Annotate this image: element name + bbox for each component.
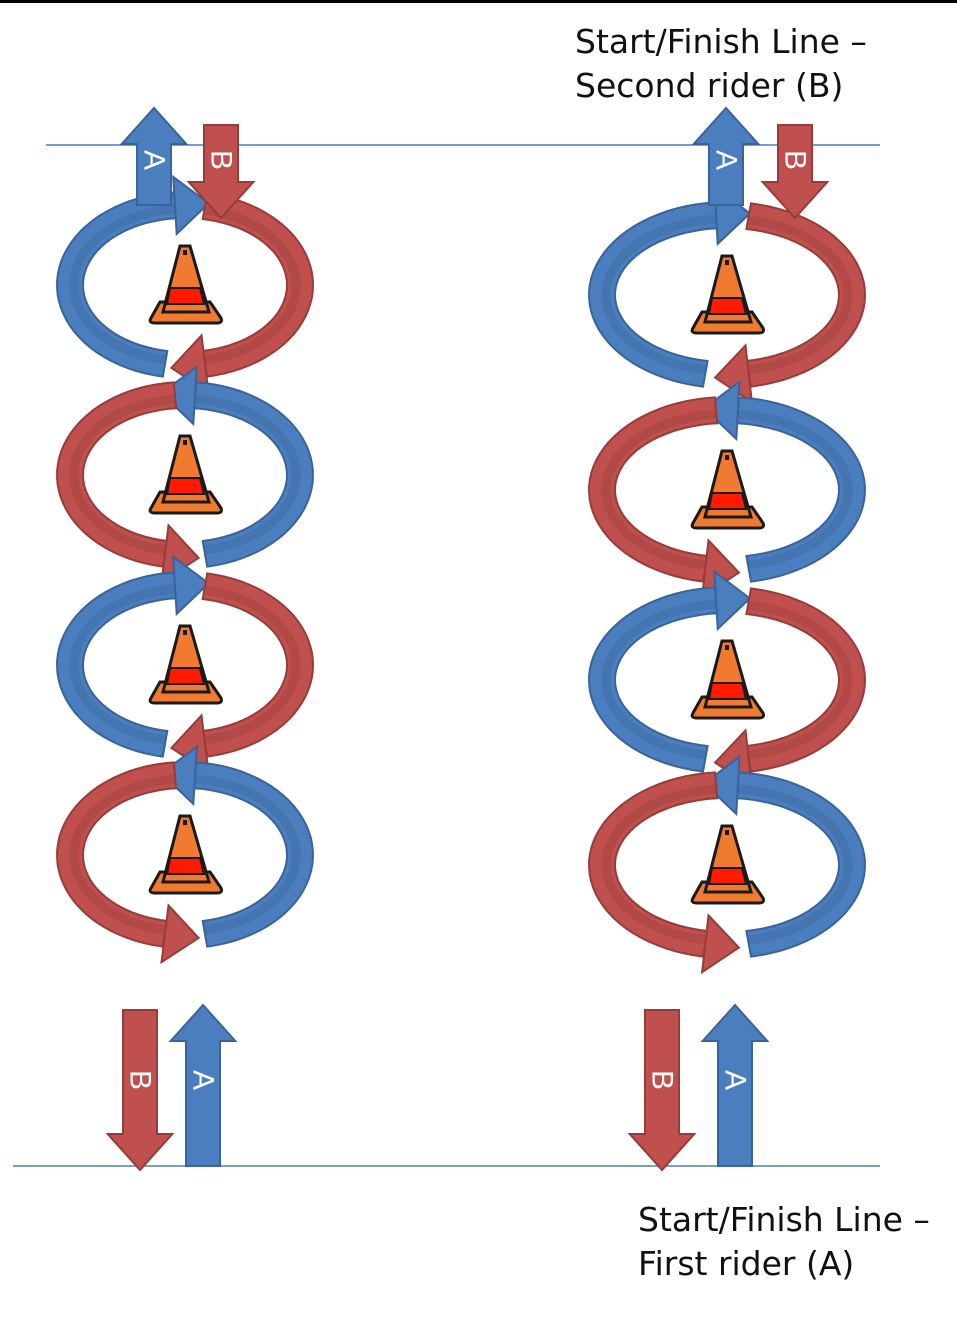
right-cone-3 [690, 639, 765, 720]
left-loop-4-a-arrow [159, 744, 314, 948]
left-loop-1-a-arrow-head [172, 174, 211, 237]
left-bottom-b-arrow [105, 1009, 175, 1172]
left-loop-2-a-arrow-head [159, 364, 198, 427]
left-loop-3-a-arrow-shade [69, 584, 176, 745]
top-border [0, 0, 957, 3]
right-loop-1-b-arrow-shade [747, 215, 853, 375]
left-loop-1-a-arrow [56, 174, 211, 378]
left-loop-4-b-arrow-shade [69, 774, 176, 935]
left-bottom-b-label: B [124, 1070, 157, 1090]
right-loop-4-b-arrow-head [700, 913, 741, 975]
right-loop-4-a-arrow-head [702, 754, 741, 817]
start-finish-caption-second-rider: Start/Finish Line – Second rider (B) [575, 20, 867, 108]
right-loop-4-a-arrow-shade [737, 784, 853, 945]
left-top-b-label: B [205, 150, 238, 170]
left-loop-3-b-arrow-shade [203, 585, 301, 745]
left-top-b-arrow [186, 124, 256, 220]
right-loop-4-b-arrow-shade [601, 784, 717, 945]
right-top-b-label: B [779, 150, 812, 170]
right-loop-3-b-arrow-shade [747, 600, 853, 760]
left-cone-3 [148, 624, 223, 705]
caption-bottom-line-1: Start/Finish Line – [638, 1200, 930, 1239]
right-loop-2-a-arrow [702, 379, 866, 583]
right-cone-4 [690, 824, 765, 905]
left-loop-4-b-arrow [56, 761, 201, 965]
left-loop-4-a-arrow-shade [194, 774, 301, 935]
right-top-a-label: A [710, 150, 743, 170]
right-loop-2-b-arrow-shade [601, 409, 717, 570]
left-cone-4 [148, 814, 223, 895]
left-bottom-a-label: A [187, 1070, 220, 1090]
left-loop-2-b-arrow-shade [69, 394, 176, 555]
left-loop-4-a-arrow-head [159, 744, 198, 807]
start-finish-caption-first-rider: Start/Finish Line – First rider (A) [638, 1198, 930, 1286]
right-loop-3-a-arrow-head [713, 569, 752, 632]
right-bottom-a-arrow [700, 1003, 770, 1167]
left-loop-2-a-arrow [159, 364, 314, 568]
right-loop-1-b-arrow [713, 202, 867, 405]
right-loop-2-a-arrow-shade [737, 409, 853, 570]
left-bottom-a-arrow [168, 1003, 238, 1167]
left-loop-2-a-arrow-shade [194, 394, 301, 555]
caption-bottom-line-2: First rider (A) [638, 1244, 855, 1283]
left-loop-3-a-arrow-head [172, 554, 211, 617]
left-loop-4-b-arrow-head [160, 903, 201, 965]
right-loop-1-a-arrow-shade [601, 214, 717, 375]
left-loop-3-b-arrow [169, 572, 315, 775]
left-cone-1 [148, 244, 223, 325]
left-loop-3-a-arrow [56, 554, 211, 758]
right-bottom-b-arrow [627, 1009, 697, 1172]
right-top-b-arrow [760, 124, 830, 220]
caption-top-line-1: Start/Finish Line – [575, 22, 867, 61]
right-cone-1 [690, 254, 765, 335]
right-loop-4-b-arrow [588, 771, 741, 975]
right-loop-4-a-arrow [702, 754, 866, 958]
left-cone-2 [148, 434, 223, 515]
right-loop-3-a-arrow [588, 569, 752, 773]
right-bottom-b-label: B [646, 1070, 679, 1090]
left-loop-1-a-arrow-shade [69, 204, 176, 365]
right-top-a-arrow [691, 106, 761, 206]
caption-top-line-2: Second rider (B) [575, 66, 844, 105]
left-top-a-arrow [119, 106, 189, 206]
left-top-a-label: A [138, 150, 171, 170]
right-loop-2-a-arrow-head [702, 379, 741, 442]
right-loop-3-a-arrow-shade [601, 599, 717, 760]
left-loop-1-b-arrow-shade [203, 205, 301, 365]
right-bottom-a-label: A [719, 1070, 752, 1090]
right-cone-2 [690, 449, 765, 530]
